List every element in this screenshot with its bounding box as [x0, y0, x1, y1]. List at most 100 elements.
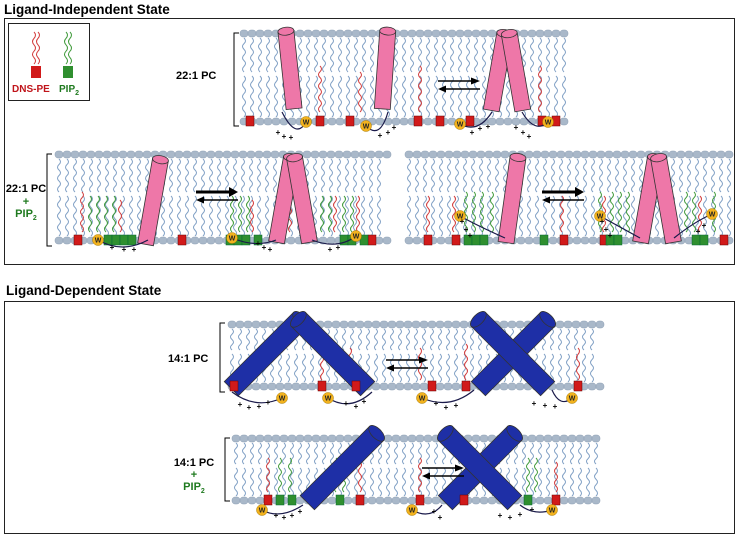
pip2-tail [238, 195, 242, 233]
lipid-headgroup [460, 150, 470, 159]
lipid-tail [458, 75, 462, 118]
lipid-headgroup [563, 382, 573, 391]
lipid-headgroup [535, 29, 545, 38]
lipid-tail [57, 195, 61, 237]
lipid-tail [65, 195, 69, 237]
charge-plus: + [486, 122, 491, 131]
lipid-headgroup [126, 150, 136, 159]
lipid-tail [353, 195, 357, 237]
dns-pe-lipid [367, 234, 377, 246]
pip2-tail [96, 195, 100, 233]
lipid-headgroup [468, 150, 478, 159]
pip2-tail [278, 457, 282, 493]
lipid-tail [105, 195, 109, 237]
lipid-tail [503, 158, 507, 193]
lipid-tail [330, 37, 334, 73]
lipid-headgroup [420, 150, 430, 159]
lipid-headgroup [326, 236, 336, 245]
lipid-headgroup [251, 320, 261, 329]
lipid-tail [623, 158, 627, 193]
lipid-tail [113, 158, 117, 193]
lipid-headgroup [435, 320, 445, 329]
lipid-headgroup [451, 382, 461, 391]
lipid-tail [671, 158, 675, 193]
lipid-headgroup [540, 150, 550, 159]
lipid-tail [89, 158, 93, 193]
lipid-tail [631, 195, 635, 237]
lipid-headgroup [231, 496, 241, 505]
tryptophan-marker [322, 392, 334, 404]
lipid-tail [586, 442, 590, 465]
tryptophan-marker [350, 230, 362, 242]
lipid-tail [546, 442, 550, 465]
lipid-tail [337, 195, 341, 237]
lipid-tail [582, 353, 586, 383]
lipid-tail [522, 467, 526, 497]
lipid-headgroup [267, 320, 277, 329]
charge-plus: + [289, 133, 294, 142]
lipid-headgroup [214, 236, 224, 245]
lipid-tail [273, 158, 277, 193]
lipid-headgroup [174, 150, 184, 159]
lipid-tail [402, 37, 406, 73]
lipid-headgroup [351, 29, 361, 38]
lipid-tail [454, 353, 458, 383]
lipid-tail [362, 75, 366, 118]
lipid-headgroup [471, 29, 481, 38]
lipid-headgroup [334, 150, 344, 159]
charge-plus: + [336, 243, 341, 252]
lipid-headgroup [580, 150, 590, 159]
lipid-tail [185, 158, 189, 193]
lipid-headgroup [327, 496, 337, 505]
lipid-headgroup [134, 150, 144, 159]
condition-14-1-pc-pip2-line1: 14:1 PC [173, 457, 215, 469]
lipid-headgroup [596, 150, 606, 159]
lipid-headgroup [515, 320, 525, 329]
lipid-headgroup [724, 150, 734, 159]
lipid-tail [242, 467, 246, 497]
helix-cap [379, 26, 397, 36]
lipid-headgroup [564, 150, 574, 159]
lipid-headgroup [327, 434, 337, 443]
lipid-headgroup [427, 320, 437, 329]
charge-plus: + [464, 225, 469, 234]
lipid-tail [382, 353, 386, 383]
lipid-headgroup [548, 236, 558, 245]
lipid-headgroup [571, 320, 581, 329]
legend-pip2-icon [63, 66, 73, 78]
lipid-headgroup [411, 382, 421, 391]
lipid-headgroup [612, 150, 622, 159]
lipid-headgroup [543, 434, 553, 443]
pip2-lipid [287, 494, 297, 506]
lipid-tail [217, 158, 221, 193]
lipid-headgroup [451, 320, 461, 329]
lipid-tail [330, 442, 334, 465]
lipid-tail [169, 195, 173, 237]
lipid-tail [535, 195, 539, 237]
tryptophan-marker [92, 234, 104, 246]
charge-plus: + [344, 399, 349, 408]
lipid-headgroup [463, 29, 473, 38]
tryptophan-marker [256, 504, 268, 516]
lipid-tail [538, 442, 542, 465]
lipid-tail [286, 353, 290, 383]
lipid-headgroup [327, 29, 337, 38]
tryptophan-label: W [709, 212, 716, 219]
lipid-tail [113, 195, 117, 237]
lipid-tail [570, 442, 574, 465]
bracket-22-1-pc-pip2 [46, 153, 52, 247]
charge-plus: + [543, 401, 548, 410]
lipid-headgroup [166, 150, 176, 159]
helix-cap [152, 155, 169, 165]
lipid-headgroup [246, 150, 256, 159]
ligand-dependent-panel [4, 301, 735, 534]
lipid-tail [249, 158, 253, 193]
lipid-headgroup [355, 320, 365, 329]
lipid-tail [558, 328, 562, 351]
lipid-tail [599, 158, 603, 193]
lipid-tail [410, 75, 414, 118]
lipid-headgroup [222, 150, 232, 159]
lipid-headgroup [423, 496, 433, 505]
lipid-headgroup [318, 150, 328, 159]
lipid-headgroup [190, 150, 200, 159]
